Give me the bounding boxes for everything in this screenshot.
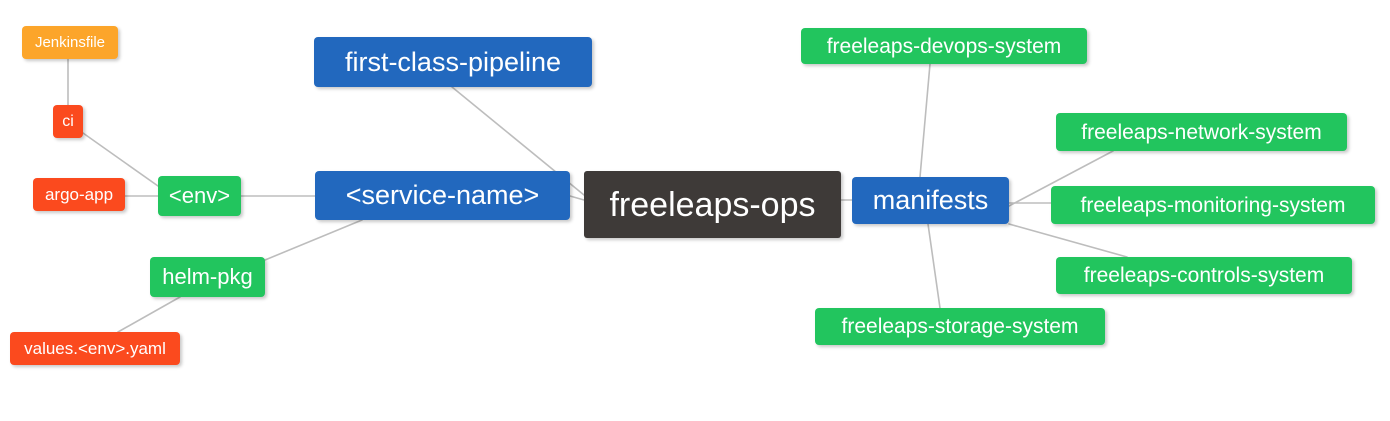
mindmap-node-ci[interactable]: ci <box>53 105 83 138</box>
mindmap-node-monitoring-system[interactable]: freeleaps-monitoring-system <box>1051 186 1375 224</box>
mindmap-node-label: ci <box>62 112 74 130</box>
mindmap-node-label: <env> <box>168 183 231 208</box>
mindmap-node-manifests[interactable]: manifests <box>852 177 1009 224</box>
mindmap-node-values-yaml[interactable]: values.<env>.yaml <box>10 332 180 365</box>
mindmap-node-label: freeleaps-devops-system <box>826 34 1062 58</box>
mindmap-node-label: freeleaps-monitoring-system <box>1080 193 1346 217</box>
mindmap-node-label: argo-app <box>44 185 114 204</box>
mindmap-node-label: values.<env>.yaml <box>24 339 166 358</box>
edge-manifests-devops <box>919 63 931 178</box>
mindmap-node-label: freeleaps-ops <box>609 185 816 224</box>
mindmap-node-label: <service-name> <box>345 180 540 210</box>
mindmap-node-network-system[interactable]: freeleaps-network-system <box>1056 113 1347 151</box>
mindmap-node-label: freeleaps-storage-system <box>841 315 1079 338</box>
edge-service-name-helm-pkg <box>264 219 363 261</box>
mindmap-node-first-class-pipeline[interactable]: first-class-pipeline <box>314 37 592 87</box>
edge-manifests-storage <box>927 223 941 309</box>
mindmap-node-devops-system[interactable]: freeleaps-devops-system <box>801 28 1087 64</box>
mindmap-node-env[interactable]: <env> <box>158 176 241 216</box>
edge-helm-pkg-values-yaml <box>117 296 181 333</box>
mindmap-node-label: freeleaps-network-system <box>1081 120 1322 144</box>
edge-manifests-controls <box>1008 223 1128 258</box>
edge-root-service-name <box>569 195 585 201</box>
mindmap-node-storage-system[interactable]: freeleaps-storage-system <box>815 308 1105 345</box>
mindmap-node-jenkinsfile[interactable]: Jenkinsfile <box>22 26 118 59</box>
mindmap-node-argo-app[interactable]: argo-app <box>33 178 125 211</box>
mindmap-node-root[interactable]: freeleaps-ops <box>584 171 841 238</box>
mindmap-node-controls-system[interactable]: freeleaps-controls-system <box>1056 257 1352 294</box>
mindmap-node-label: manifests <box>872 185 989 215</box>
mindmap-node-label: Jenkinsfile <box>34 34 106 51</box>
mindmap-node-helm-pkg[interactable]: helm-pkg <box>150 257 265 297</box>
mindmap-node-service-name[interactable]: <service-name> <box>315 171 570 220</box>
mindmap-node-label: helm-pkg <box>162 264 253 289</box>
mindmap-node-label: freeleaps-controls-system <box>1083 264 1325 287</box>
mindmap-node-label: first-class-pipeline <box>344 46 562 77</box>
